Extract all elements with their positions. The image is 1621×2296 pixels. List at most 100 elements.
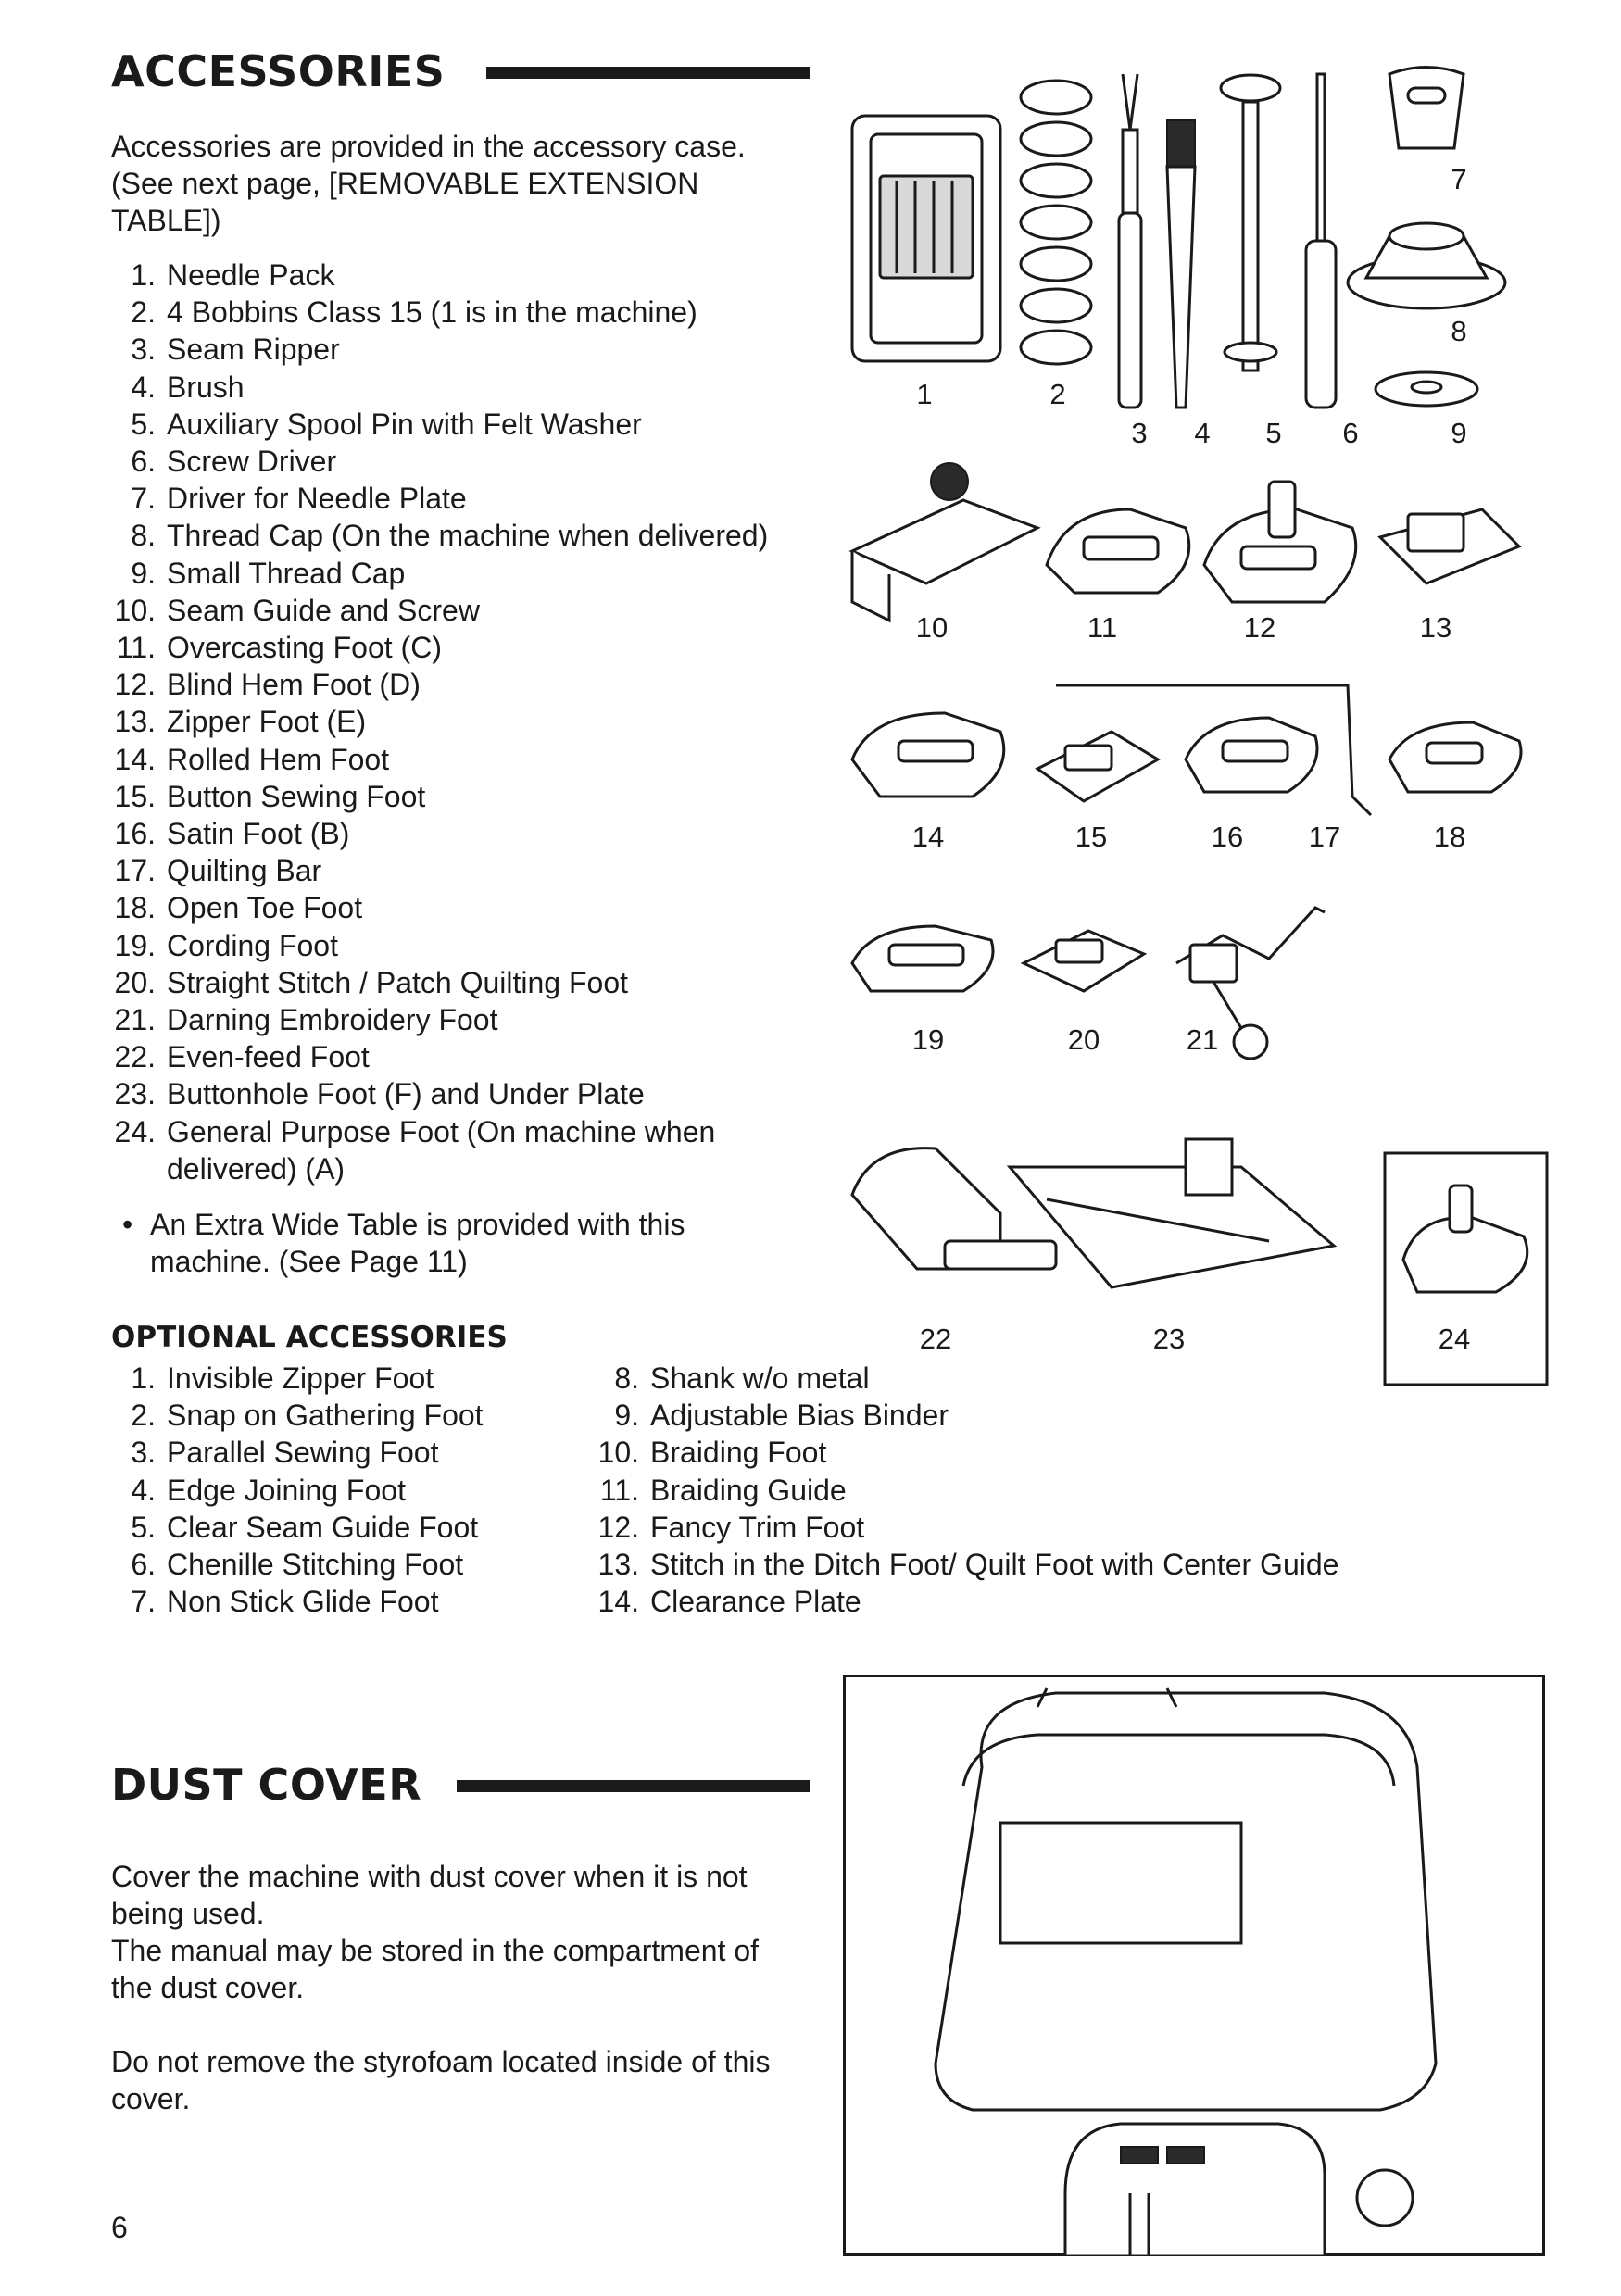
- intro-line: (See next page, [REMOVABLE EXTENSION: [111, 167, 699, 200]
- list-item: 22.Even-feed Foot: [109, 1038, 823, 1075]
- overcasting-foot-illustration: [1045, 508, 1191, 595]
- list-item: 1.Needle Pack: [109, 257, 823, 294]
- list-item-text: Auxiliary Spool Pin with Felt Washer: [167, 407, 642, 441]
- needle-plate-driver-illustration: [1388, 66, 1465, 150]
- bobbin-stack-illustration: [1019, 79, 1093, 366]
- list-item-number: 24.: [114, 1114, 156, 1148]
- list-item: 23.Buttonhole Foot (F) and Under Plate: [109, 1075, 823, 1112]
- list-item-text: Adjustable Bias Binder: [650, 1399, 949, 1433]
- list-item-text: Zipper Foot (E): [167, 705, 367, 739]
- list-item-number: 3.: [131, 1436, 156, 1470]
- list-item-text: Cording Foot: [167, 928, 338, 962]
- list-item: 8. Thread Cap (On the machine when delive…: [109, 517, 823, 554]
- list-item: 16.Satin Foot (B): [109, 815, 823, 852]
- page-number: 6: [111, 2211, 128, 2244]
- list-item-text: Overcasting Foot (C): [167, 631, 442, 665]
- list-item-text: Open Toe Foot: [167, 891, 363, 925]
- list-item-text: Rolled Hem Foot: [167, 742, 390, 776]
- list-item: 5. Clear Seam Guide Foot: [109, 1509, 591, 1546]
- general-purpose-foot-illustration: [1401, 1184, 1529, 1294]
- zipper-foot-illustration: [1377, 508, 1522, 585]
- list-item-number: 10.: [114, 593, 156, 627]
- figure-label: 10: [915, 611, 949, 644]
- list-item-number: 14.: [597, 1585, 639, 1619]
- figure-label: 11: [1087, 611, 1118, 644]
- dust-cover-line: The manual may be stored in the compartm…: [111, 1934, 760, 1967]
- figure-label: 18: [1433, 821, 1466, 853]
- list-item: 13. Zipper Foot (E): [109, 703, 823, 740]
- list-item-text: Thread Cap (On the machine when delivere…: [167, 519, 769, 553]
- list-item: 19. Cording Foot: [109, 927, 823, 964]
- accessories-heading: ACCESSORIES: [111, 46, 446, 96]
- list-item-number: 3.: [131, 332, 156, 367]
- list-item: 3. Seam Ripper: [109, 331, 823, 368]
- dust-cover-heading-rule: [457, 1780, 810, 1792]
- list-item-text: Seam Ripper: [167, 332, 340, 367]
- figure-label: 7: [1451, 163, 1467, 195]
- figure-label: 16: [1211, 821, 1244, 853]
- list-item-number: 16.: [114, 817, 156, 851]
- list-item-text: Driver for Needle Plate: [167, 482, 467, 516]
- rolled-hem-foot-illustration: [850, 711, 1006, 798]
- list-item: 8.Shank w/o metal: [593, 1360, 1426, 1397]
- seam-ripper-illustration: [1117, 73, 1143, 409]
- needle-pack-illustration: [850, 114, 1002, 363]
- list-item-text: Screw Driver: [167, 445, 337, 479]
- list-item: 13. Stitch in the Ditch Foot/ Quilt Foot …: [593, 1546, 1426, 1583]
- optional-heading: OPTIONAL ACCESSORIES: [111, 1321, 508, 1354]
- list-item-text: Clear Seam Guide Foot: [167, 1510, 479, 1544]
- list-item-text: Chenille Stitching Foot: [167, 1548, 464, 1582]
- list-item-text: Braiding Guide: [650, 1473, 847, 1507]
- dust-cover-text: Cover the machine with dust cover when i…: [111, 1858, 834, 2117]
- dust-cover-line: cover.: [111, 2082, 191, 2115]
- list-item-number: 21.: [114, 1003, 156, 1037]
- figure-label: 6: [1342, 417, 1359, 449]
- list-item-number: 17.: [114, 854, 156, 888]
- spool-pin-illustration: [1219, 73, 1282, 372]
- figure-label: 19: [911, 1023, 945, 1056]
- list-item: 6.Screw Driver: [109, 443, 823, 480]
- list-item: 17.Quilting Bar: [109, 852, 823, 889]
- list-item: 2.4 Bobbins Class 15 (1 is in the machin…: [109, 294, 823, 331]
- list-item-text: Darning Embroidery Foot: [167, 1003, 498, 1037]
- figure-label: 23: [1152, 1323, 1186, 1355]
- list-item-number: 13.: [114, 705, 156, 739]
- list-item-number: 1.: [131, 1361, 156, 1395]
- figure-label: 1: [916, 378, 933, 410]
- list-item-text: Needle Pack: [167, 258, 335, 292]
- list-item-number: 19.: [114, 928, 156, 962]
- list-item-number: 13.: [597, 1548, 639, 1582]
- button-sewing-foot-illustration: [1035, 730, 1161, 803]
- list-item-number: 2.: [131, 295, 156, 330]
- list-item: 11.Braiding Guide: [593, 1472, 1426, 1509]
- list-item: 1.Invisible Zipper Foot: [109, 1360, 591, 1397]
- figure-label: 22: [919, 1323, 952, 1355]
- list-item: 4.Edge Joining Foot: [109, 1472, 591, 1509]
- list-item: 7.Driver for Needle Plate: [109, 480, 823, 517]
- general-purpose-foot-frame: [1383, 1151, 1549, 1386]
- figure-label: 2: [1049, 378, 1066, 410]
- list-item-number: 20.: [114, 965, 156, 999]
- figure-label: 15: [1074, 821, 1108, 853]
- list-item: 20.Straight Stitch / Patch Quilting Foot: [109, 964, 823, 1001]
- figure-label: 9: [1451, 417, 1467, 449]
- list-item: 10. Braiding Foot: [593, 1434, 1426, 1471]
- list-item: 21. Darning Embroidery Foot: [109, 1001, 823, 1038]
- dust-cover-line: Cover the machine with dust cover when i…: [111, 1860, 748, 1893]
- list-item: 14.Clearance Plate: [593, 1583, 1426, 1620]
- list-item-number: 5.: [131, 1510, 156, 1544]
- accessories-heading-rule: [486, 67, 810, 79]
- list-item-text: Braiding Foot: [650, 1436, 827, 1470]
- list-item-number: 11.: [116, 631, 156, 665]
- dust-cover-line: the dust cover.: [111, 1971, 305, 2004]
- list-item-text: Fancy Trim Foot: [650, 1510, 865, 1544]
- list-item-text: Stitch in the Ditch Foot/ Quilt Foot wit…: [650, 1548, 1339, 1582]
- list-item: 2.Snap on Gathering Foot: [109, 1397, 591, 1434]
- list-item-number: 10.: [597, 1436, 639, 1470]
- list-item-number: 6.: [131, 1548, 156, 1582]
- list-item-text: Shank w/o metal: [650, 1361, 870, 1395]
- cording-foot-illustration: [850, 924, 995, 993]
- thread-cap-illustration: [1346, 221, 1507, 310]
- list-item-number: 8.: [131, 519, 156, 553]
